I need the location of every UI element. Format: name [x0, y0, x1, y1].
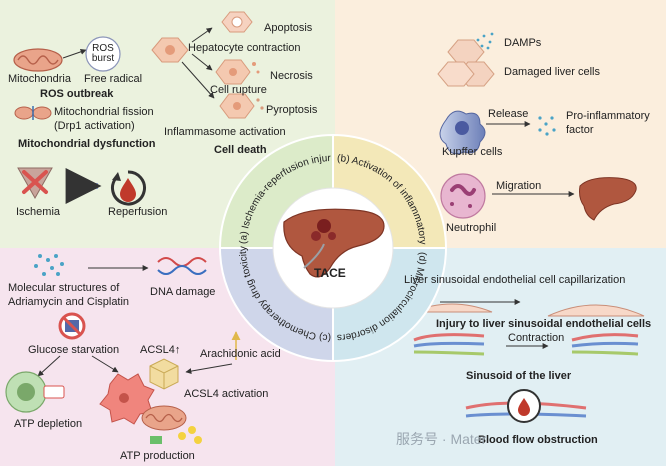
atp-depletion-label: ATP depletion	[14, 418, 83, 430]
free-radical-label: Free radical	[84, 73, 143, 85]
kupffer-cell-icon	[439, 110, 486, 155]
watermark: 服务号 · Mater	[396, 431, 487, 447]
ros-burst-icon	[85, 36, 121, 72]
tace-label: TACE	[314, 266, 346, 280]
atp-production-label: ATP production	[120, 450, 195, 462]
pro-inflammatory-factor-icon	[538, 116, 556, 136]
sinusoid-label: Sinusoid of the liver	[466, 370, 572, 382]
reperfusion-label: Reperfusion	[108, 206, 168, 218]
lipid-cube-icon	[149, 358, 179, 390]
inflammasome-label: Inflammasome activation	[164, 126, 286, 138]
cell-rupture-label: Cell rupture	[210, 84, 267, 96]
necrosis-cell-icon	[215, 59, 260, 85]
damaged-liver-cells-icon	[437, 39, 495, 87]
neutrophil-label: Neutrophil	[446, 222, 497, 234]
kupffer-cells-label: Kupffer cells	[442, 146, 503, 158]
damps-label: DAMPs	[504, 37, 542, 49]
acsl4-activation-label: ACSL4 activation	[184, 388, 269, 400]
arrow	[37, 355, 61, 377]
damaged-liver-cells-label: Damaged liver cells	[504, 66, 600, 78]
ros-outbreak-label: ROS outbreak	[40, 88, 114, 100]
dna-damage-label: DNA damage	[150, 286, 216, 298]
section-a-label: (a) Ischemia-reperfusion injury	[0, 0, 332, 244]
molecular-structures-label: Molecular structures of	[8, 282, 120, 294]
no-glucose-icon	[58, 312, 86, 340]
liver-small-icon	[579, 177, 637, 221]
pro-inflammatory-label: Pro-inflammatory	[566, 110, 650, 122]
hepatocyte-contraction-label: Hepatocyte contraction	[188, 42, 301, 54]
mitochondria-label: Mitochondria	[8, 73, 71, 85]
pyroptosis-label: Pyroptosis	[266, 104, 318, 116]
arrow	[185, 363, 233, 375]
cell-atp-depleted-icon	[5, 371, 65, 413]
arachidonic-acid-label: Arachidonic acid	[200, 348, 281, 360]
ischemia-icon	[17, 167, 53, 200]
section-b-label: (b) Activation of inflammatory response	[0, 0, 428, 248]
cell-death-label: Cell death	[214, 144, 267, 156]
sinusoid-vessels-icon	[413, 333, 485, 356]
arrow	[191, 53, 213, 71]
ros-burst-label: ROS burst	[91, 43, 115, 64]
contraction-label: Contraction	[508, 332, 565, 344]
necrosis-label: Necrosis	[270, 70, 313, 82]
arrow	[91, 355, 119, 373]
mitochondrial-fission-icon	[14, 106, 52, 120]
arrow	[191, 27, 213, 43]
neutrophil-icon	[440, 173, 486, 219]
drp1-label: (Drp1 activation)	[54, 120, 135, 132]
section-d-label: (d) Microcirculation disorders	[337, 252, 428, 343]
reperfusion-icon	[111, 170, 146, 206]
capillarized-cell-icon	[547, 304, 645, 317]
apoptosis-label: Apoptosis	[264, 22, 313, 34]
apoptosis-cell-icon	[221, 11, 253, 33]
mitochondria-icon	[13, 48, 63, 72]
migration-label: Migration	[496, 180, 542, 192]
molecule-dots-icon	[34, 254, 64, 276]
mitochondrial-dysfunction-label: Mitochondrial dysfunction	[18, 138, 156, 150]
blood-flow-obstruction-label: Blood flow obstruction	[478, 434, 598, 446]
blood-flow-obstruction-icon	[465, 389, 587, 423]
mitochondria-atp-icon	[141, 405, 202, 444]
capillarization-label: Liver sinusoidal endothelial cell capill…	[404, 274, 626, 286]
dna-icon	[157, 257, 207, 275]
mitochondrial-fission-label: Mitochondrial fission	[54, 106, 154, 118]
ischemia-label: Ischemia	[16, 206, 61, 218]
drugs-label: Adriamycin and Cisplatin	[8, 296, 130, 308]
glucose-starvation-label: Glucose starvation	[28, 344, 120, 356]
arrow	[181, 61, 215, 99]
arrow	[62, 48, 87, 59]
damps-icon	[476, 32, 494, 50]
contracted-vessels-icon	[571, 333, 639, 356]
hepatocyte-cell-icon	[151, 37, 189, 63]
endothelial-injury-label: Injury to liver sinusoidal endothelial c…	[436, 318, 652, 330]
release-label: Release	[488, 108, 529, 120]
factor-label: factor	[566, 124, 594, 136]
ferroptotic-cell-icon	[99, 373, 155, 425]
acsl4-up-label: ACSL4↑	[140, 344, 181, 356]
pyroptosis-cell-icon	[219, 93, 264, 119]
liver-main-icon	[283, 208, 385, 278]
